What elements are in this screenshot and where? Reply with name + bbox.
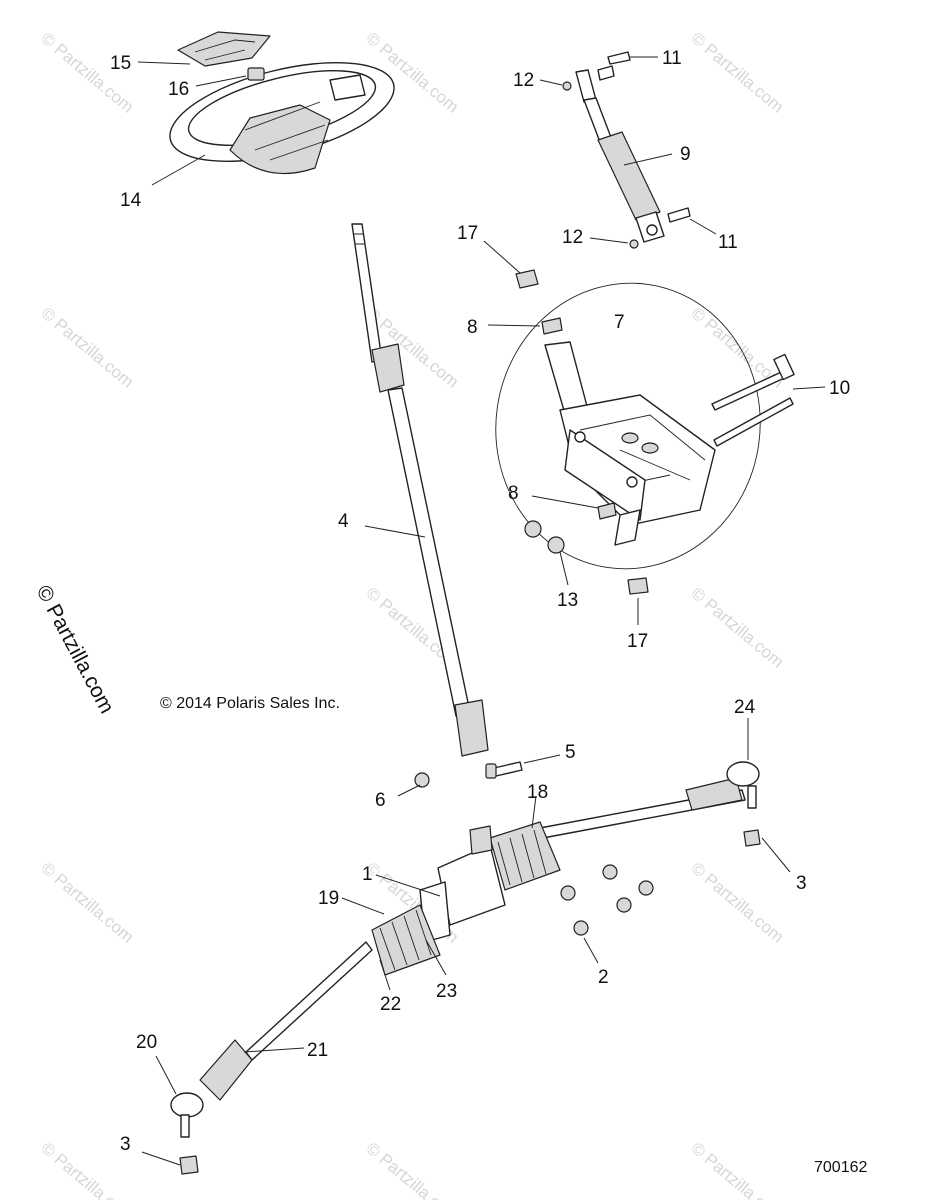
callout-7: 7 xyxy=(614,312,625,333)
watermark: © Partzilla.com xyxy=(37,859,137,947)
callout-20: 20 xyxy=(136,1032,157,1053)
callout-3: 3 xyxy=(796,873,807,894)
flange-nut xyxy=(524,520,565,554)
callout-15: 15 xyxy=(110,53,131,74)
gas-strut xyxy=(575,69,665,243)
callout-9: 9 xyxy=(680,144,691,165)
callout-labels: 15 16 14 12 11 9 12 11 17 8 7 10 8 4 13 … xyxy=(110,48,850,1155)
callout-6: 6 xyxy=(375,790,386,811)
callout-16: 16 xyxy=(168,79,189,100)
steering-wheel-nut xyxy=(247,67,265,81)
callout-14: 14 xyxy=(120,190,142,211)
callout-11: 11 xyxy=(662,48,682,69)
callout-3: 3 xyxy=(120,1134,131,1155)
callout-5: 5 xyxy=(565,742,576,763)
callout-2: 2 xyxy=(598,967,609,988)
nut xyxy=(562,81,639,249)
side-watermark: © Partzilla.com xyxy=(32,582,119,718)
callout-1: 1 xyxy=(362,864,373,885)
callout-22: 22 xyxy=(380,994,401,1015)
callout-17: 17 xyxy=(457,223,478,244)
callout-4: 4 xyxy=(338,511,349,532)
callout-10: 10 xyxy=(829,378,850,399)
watermark: © Partzilla.com xyxy=(37,304,137,392)
callout-18: 18 xyxy=(527,782,548,803)
callout-17: 17 xyxy=(627,631,648,652)
callout-13: 13 xyxy=(557,590,578,611)
watermark: © Partzilla.com xyxy=(362,1139,462,1200)
callout-12: 12 xyxy=(562,227,583,248)
jam-nut xyxy=(560,864,654,936)
watermark: © Partzilla.com xyxy=(687,859,787,947)
copyright-text: © 2014 Polaris Sales Inc. xyxy=(160,695,340,712)
callout-8: 8 xyxy=(467,317,478,338)
pinch-nut xyxy=(414,772,430,788)
callout-21: 21 xyxy=(307,1040,328,1061)
steering-rack xyxy=(170,761,760,1138)
callout-24: 24 xyxy=(734,697,756,718)
leader-lines xyxy=(137,56,826,1166)
bushing xyxy=(515,269,649,595)
reference-number: 700162 xyxy=(814,1159,867,1176)
callout-19: 19 xyxy=(318,888,339,909)
callout-12: 12 xyxy=(513,70,534,91)
watermark: © Partzilla.com xyxy=(687,29,787,117)
watermark-layer: © Partzilla.com © Partzilla.com © Partzi… xyxy=(37,29,787,1200)
pinch-bolt xyxy=(485,761,523,779)
steering-wheel xyxy=(169,61,395,175)
steering-bracket xyxy=(495,282,761,570)
steering-shaft xyxy=(351,223,489,757)
callout-8: 8 xyxy=(508,483,519,504)
long-bolt xyxy=(711,353,795,447)
watermark: © Partzilla.com xyxy=(687,584,787,672)
steering-wheel-cap xyxy=(177,31,271,67)
watermark: © Partzilla.com xyxy=(687,1139,787,1200)
bolt xyxy=(597,51,691,223)
callout-23: 23 xyxy=(436,981,457,1002)
callout-11: 11 xyxy=(718,232,738,253)
flange-nut-tie-rod xyxy=(179,829,761,1175)
